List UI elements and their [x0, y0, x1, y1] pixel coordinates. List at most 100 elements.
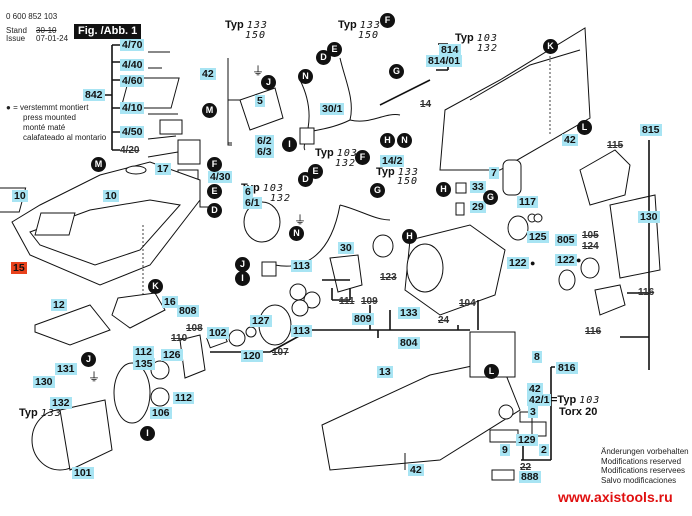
callout-112b[interactable]: 112: [173, 392, 194, 404]
callout-4-30[interactable]: 4/30: [208, 171, 233, 183]
callout-42-top[interactable]: 42: [200, 68, 216, 80]
bullet-symbol: ●: [6, 103, 11, 112]
callout-104[interactable]: 104: [459, 298, 476, 309]
callout-42-small[interactable]: 42: [527, 383, 543, 395]
callout-30[interactable]: 30: [338, 242, 354, 254]
callout-42-bottom[interactable]: 42: [408, 464, 424, 476]
gear-113c: [291, 299, 309, 317]
callout-131[interactable]: 131: [55, 363, 77, 375]
callout-122a[interactable]: 122: [507, 257, 529, 269]
plate-10b: [34, 212, 76, 236]
callout-2[interactable]: 2: [539, 444, 549, 456]
callout-106[interactable]: 106: [150, 407, 172, 419]
callout-888[interactable]: 888: [519, 471, 541, 483]
callout-5[interactable]: 5: [255, 95, 265, 107]
callout-808[interactable]: 808: [177, 305, 199, 317]
callout-4-60[interactable]: 4/60: [120, 75, 145, 87]
callout-10b[interactable]: 10: [103, 190, 119, 202]
callout-101[interactable]: 101: [72, 467, 94, 479]
callout-113a[interactable]: 113: [291, 260, 312, 272]
callout-6-2[interactable]: 6/2: [255, 135, 274, 147]
bracket-842: [104, 44, 120, 151]
callout-24[interactable]: 24: [438, 315, 450, 326]
callout-16[interactable]: 16: [162, 296, 178, 308]
callout-6[interactable]: 6: [243, 186, 253, 198]
connector-H-3: H: [436, 182, 451, 197]
callout-805[interactable]: 805: [555, 234, 577, 246]
website-link[interactable]: www.axistools.ru: [558, 489, 673, 505]
connector-E-2: E: [327, 42, 342, 57]
callout-109[interactable]: 109: [361, 296, 378, 307]
callout-112a[interactable]: 112: [133, 346, 154, 358]
callout-33[interactable]: 33: [470, 181, 486, 193]
part-number: 0 600 852 103: [6, 12, 58, 21]
callout-9[interactable]: 9: [500, 444, 510, 456]
callout-135[interactable]: 135: [133, 358, 155, 370]
callout-6-3[interactable]: 6/3: [255, 146, 274, 158]
callout-804[interactable]: 804: [398, 337, 420, 349]
callout-3[interactable]: 3: [528, 406, 538, 418]
callout-4-50[interactable]: 4/50: [120, 126, 145, 138]
callout-133[interactable]: 133: [398, 307, 420, 319]
callout-815[interactable]: 815: [640, 124, 662, 136]
callout-113b[interactable]: 113: [291, 325, 312, 337]
callout-809[interactable]: 809: [352, 313, 374, 325]
callout-15-highlighted[interactable]: 15: [11, 262, 27, 274]
connector-K-2: K: [543, 39, 558, 54]
callout-125[interactable]: 125: [527, 231, 549, 243]
callout-105[interactable]: 105: [582, 230, 599, 241]
callout-29[interactable]: 29: [470, 201, 486, 213]
armature-101: [59, 399, 113, 471]
callout-8[interactable]: 8: [532, 351, 542, 363]
callout-102[interactable]: 102: [207, 327, 229, 339]
callout-123[interactable]: 123: [380, 272, 397, 283]
callout-12[interactable]: 12: [51, 299, 67, 311]
callout-814-01[interactable]: 814/01: [426, 55, 463, 67]
callout-7[interactable]: 7: [489, 167, 499, 179]
callout-129[interactable]: 129: [516, 434, 538, 446]
callout-13[interactable]: 13: [377, 366, 393, 378]
connector-N-1: N: [298, 69, 313, 84]
callout-130b[interactable]: 130: [638, 211, 660, 223]
part-16: [111, 292, 166, 329]
callout-122b[interactable]: 122: [555, 254, 577, 266]
callout-107[interactable]: 107: [272, 347, 289, 358]
seal-122a: [507, 215, 529, 241]
callout-116a[interactable]: 116: [638, 287, 655, 298]
callout-127a[interactable]: 127: [250, 315, 272, 327]
callout-22[interactable]: 22: [520, 462, 532, 473]
callout-42-1[interactable]: 42/1: [527, 394, 552, 406]
callout-116b[interactable]: 116: [585, 326, 602, 337]
callout-4-70[interactable]: 4/70: [120, 39, 145, 51]
washer-120: [245, 326, 257, 338]
callout-14[interactable]: 14: [420, 99, 432, 110]
callout-126[interactable]: 126: [161, 349, 183, 361]
callout-115[interactable]: 115: [607, 140, 624, 151]
callout-124[interactable]: 124: [582, 241, 599, 252]
callout-4-40[interactable]: 4/40: [120, 59, 145, 71]
callout-130a[interactable]: 130: [33, 376, 55, 388]
type-label-mid: Typ 103: [315, 147, 358, 159]
callout-816[interactable]: 816: [556, 362, 578, 374]
callout-10a[interactable]: 10: [12, 190, 28, 202]
callout-4-20[interactable]: 4/20: [120, 145, 140, 156]
callout-6-1[interactable]: 6/1: [243, 197, 262, 209]
callout-108[interactable]: 108: [186, 323, 203, 334]
callout-842[interactable]: 842: [83, 89, 105, 101]
connector-K-1: K: [148, 279, 163, 294]
part-29: [455, 202, 465, 216]
torx-label: Torx 20: [559, 406, 598, 418]
stand-value: 30-10: [36, 26, 57, 35]
callout-111[interactable]: 111: [339, 296, 355, 307]
callout-30-1[interactable]: 30/1: [320, 103, 345, 115]
callout-120[interactable]: 120: [241, 350, 263, 362]
part-33: [455, 182, 467, 194]
callout-42-right[interactable]: 42: [562, 134, 578, 146]
callout-4-10[interactable]: 4/10: [120, 102, 145, 114]
callout-17[interactable]: 17: [155, 163, 171, 175]
callout-117[interactable]: 117: [517, 196, 538, 208]
callout-110[interactable]: 110: [171, 333, 188, 344]
callout-132[interactable]: 132: [50, 397, 72, 409]
callout-814[interactable]: 814: [439, 44, 461, 56]
callout-14-2[interactable]: 14/2: [380, 155, 405, 167]
